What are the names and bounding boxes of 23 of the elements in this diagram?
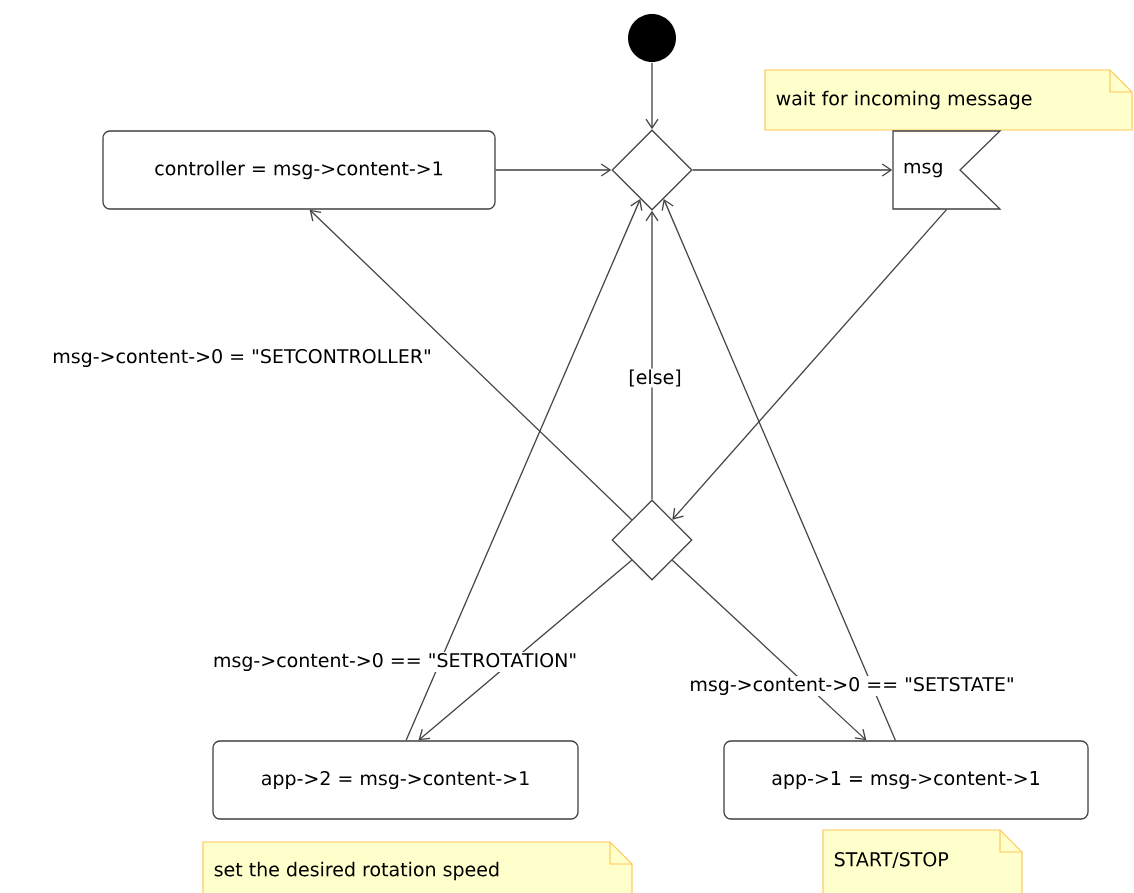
arrow [418,559,633,741]
arrow [309,209,633,521]
arrow [645,210,659,500]
edge-label: msg->content->0 == "SETSTATE" [691,676,1013,695]
edge-label: [else] [629,369,681,387]
decision-diamond [611,499,693,581]
arrow [661,198,897,741]
note: wait for incoming message [764,69,1133,131]
arrow [671,559,867,741]
arrow [692,163,893,177]
action-box: app->2 = msg->content->1 [212,740,579,820]
arrow [405,198,643,741]
decision-diamond [611,129,693,211]
arrow [672,209,948,520]
action-box: app->1 = msg->content->1 [723,740,1089,820]
note: set the desired rotation speed [202,841,633,893]
action-box: controller = msg->content->1 [102,130,496,210]
start-dot [628,14,676,62]
arrow [645,62,659,130]
edge-label: msg->content->0 = "SETCONTROLLER" [54,348,430,367]
arrow [495,163,612,177]
edge-label: msg->content->0 == "SETROTATION" [214,652,576,671]
note: START/STOP [822,829,1023,893]
